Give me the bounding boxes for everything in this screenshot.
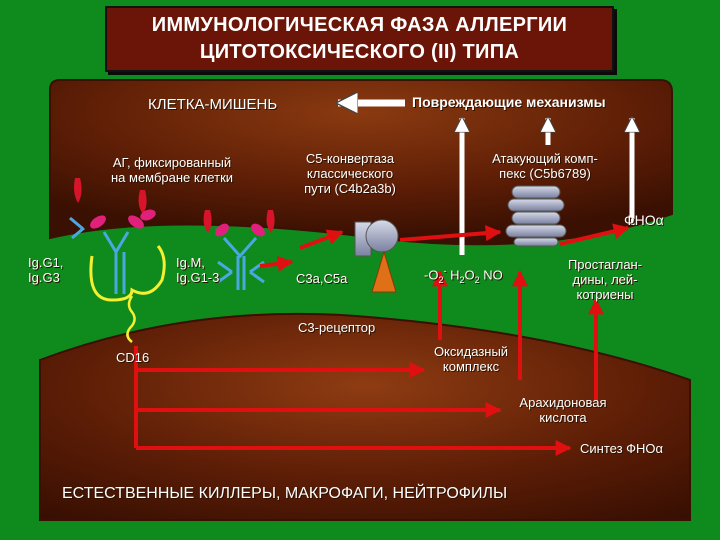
antigen-label: АГ, фиксированный на мембране клетки (110, 155, 234, 185)
arachidonic-label: Арахидоновая кислота (519, 395, 607, 425)
prostaglandins-label: Простаглан- дины, лей- котриены (567, 257, 643, 302)
damaging-arrows (338, 103, 632, 255)
igg-antibody-complex (69, 209, 166, 343)
effector-cell (39, 312, 691, 521)
tnf-synthesis-label: Синтез ФНОα (580, 441, 664, 456)
attack-complex-stack (505, 185, 567, 247)
title-line-1: ИММУНОЛОГИЧЕСКАЯ ФАЗА АЛЛЕРГИИ (151, 14, 568, 36)
c5-convertase-label: С5-конвертаза классического пути (С4b2a3… (304, 151, 396, 196)
target-cell-label: КЛЕТКА-МИШЕНЬ (148, 96, 278, 113)
red-arrows (134, 223, 630, 456)
attack-complex-label: Атакующий комп- пекс (С5b6789) (492, 151, 598, 181)
title-line-2: ЦИТОТОКСИЧЕСКОГО (II) ТИПА (199, 41, 520, 63)
damaging-mechanisms-label: Повреждающие механизмы (412, 94, 606, 110)
c3-receptor-label: С3-рецептор (298, 320, 376, 335)
c5-convertase-shape (354, 219, 399, 257)
igm-igg-label: Ig.M, Ig.G1-3 (176, 255, 220, 285)
cd16-label: CD16 (116, 350, 150, 365)
oxidase-label: Оксидазный комплекс (433, 344, 509, 374)
igm-antibody (215, 223, 265, 290)
tnf-label: ФНОα (624, 212, 664, 228)
title-box: ИММУНОЛОГИЧЕСКАЯ ФАЗА АЛЛЕРГИИ ЦИТОТОКСИ… (105, 6, 614, 72)
antigens (74, 178, 275, 233)
c3a-c5a-label: С3а,С5а (296, 271, 348, 286)
effector-cells-label: ЕСТЕСТВЕННЫЕ КИЛЛЕРЫ, МАКРОФАГИ, НЕЙТРОФ… (62, 485, 508, 502)
igg1-igg3-label: Ig.G1, Ig.G3 (28, 255, 64, 285)
ros-label: -О2- Н2О2 NO (424, 266, 503, 285)
c3-receptor-cone (371, 250, 397, 293)
